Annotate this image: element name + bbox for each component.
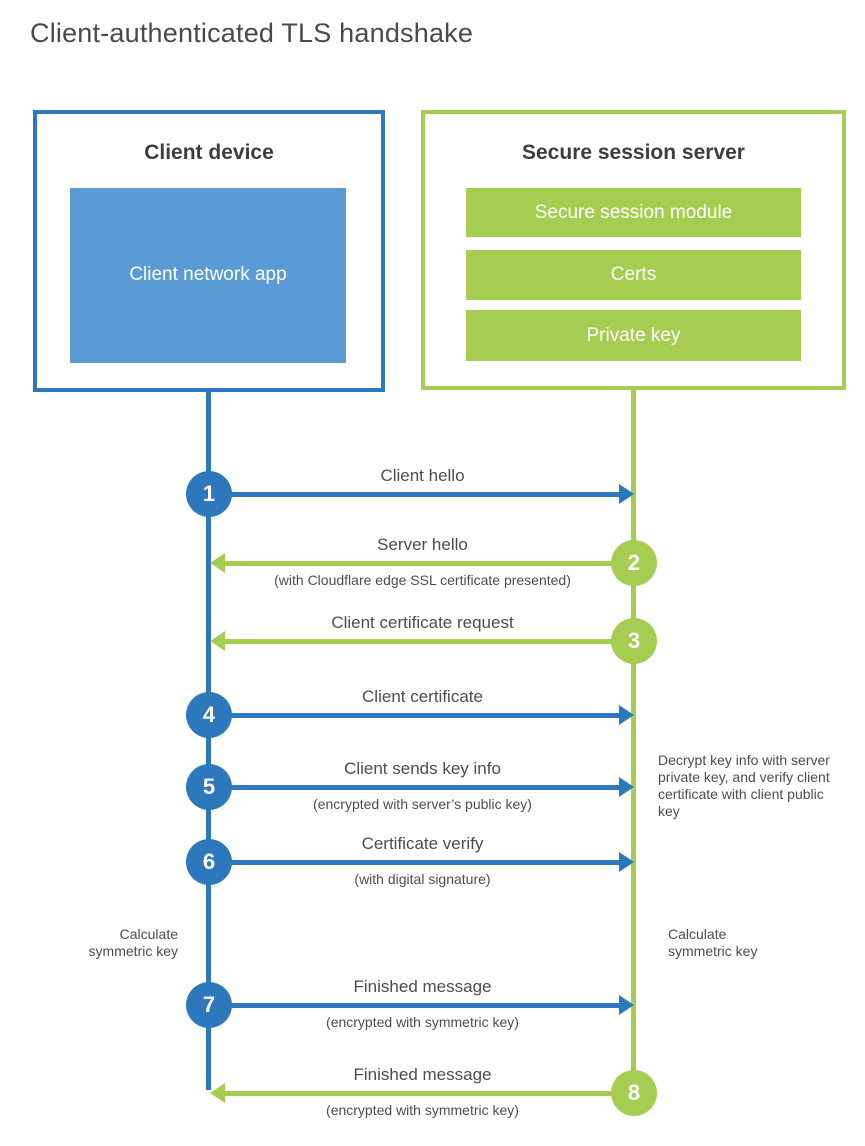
client-calculate-symmetric-key-note: Calculate symmetric key [88, 926, 178, 959]
step-7-sublabel: (encrypted with symmetric key) [326, 1014, 519, 1030]
step-5-marker: 5 [186, 764, 232, 810]
server-module-secure-session: Secure session module [466, 188, 801, 237]
step-8-arrow [224, 1091, 634, 1096]
step-8-label: Finished message [353, 1065, 492, 1084]
step-4-arrow [211, 713, 620, 718]
step-6-sublabel: (with digital signature) [354, 871, 491, 887]
step-2-arrowhead-icon [210, 553, 225, 573]
server-module-certs: Certs [466, 250, 801, 300]
step-3-arrowhead-icon [210, 631, 225, 651]
secure-session-server-title: Secure session server [522, 141, 745, 164]
step-5-arrowhead-icon [619, 777, 634, 797]
step-1-marker: 1 [186, 471, 232, 517]
server-lifeline [631, 388, 636, 1093]
step-4-marker: 4 [186, 692, 232, 738]
step-6-arrow [211, 860, 620, 865]
step-1-arrow [211, 492, 620, 497]
secure-session-server-box: Secure session server Secure session mod… [421, 110, 846, 390]
client-device-box: Client device Client network app [33, 110, 385, 392]
step-2-arrow [224, 561, 634, 566]
server-calculate-symmetric-key-note: Calculate symmetric key [668, 926, 758, 959]
step-7-arrowhead-icon [619, 995, 634, 1015]
page-title: Client-authenticated TLS handshake [30, 18, 474, 48]
step-6-arrowhead-icon [619, 852, 634, 872]
step-6-label: Certificate verify [361, 834, 484, 853]
step-3-arrow [224, 639, 634, 644]
step-1-label: Client hello [380, 466, 465, 485]
step-3-marker: 3 [611, 618, 657, 664]
client-network-app-box: Client network app [70, 188, 346, 363]
step-7-arrow [211, 1003, 620, 1008]
step-5-arrow [211, 785, 620, 790]
step-3-label: Client certificate request [331, 613, 514, 632]
client-lifeline [206, 390, 211, 1090]
server-module-private-key: Private key [466, 310, 801, 361]
step-2-sublabel: (with Cloudflare edge SSL certificate pr… [274, 572, 571, 588]
client-device-title: Client device [144, 141, 274, 164]
step-2-marker: 2 [611, 540, 657, 586]
step-7-label: Finished message [353, 977, 492, 996]
step-4-label: Client certificate [362, 687, 483, 706]
step-5-sublabel: (encrypted with server’s public key) [313, 796, 532, 812]
step-6-marker: 6 [186, 839, 232, 885]
step-4-arrowhead-icon [619, 705, 634, 725]
step-1-arrowhead-icon [619, 484, 634, 504]
server-decrypt-verify-note: Decrypt key info with server private key… [658, 752, 830, 819]
step-7-marker: 7 [186, 982, 232, 1028]
step-8-arrowhead-icon [210, 1083, 225, 1103]
step-8-sublabel: (encrypted with symmetric key) [326, 1102, 519, 1118]
step-2-label: Server hello [377, 535, 468, 554]
step-5-label: Client sends key info [344, 759, 501, 778]
step-8-marker: 8 [611, 1070, 657, 1116]
